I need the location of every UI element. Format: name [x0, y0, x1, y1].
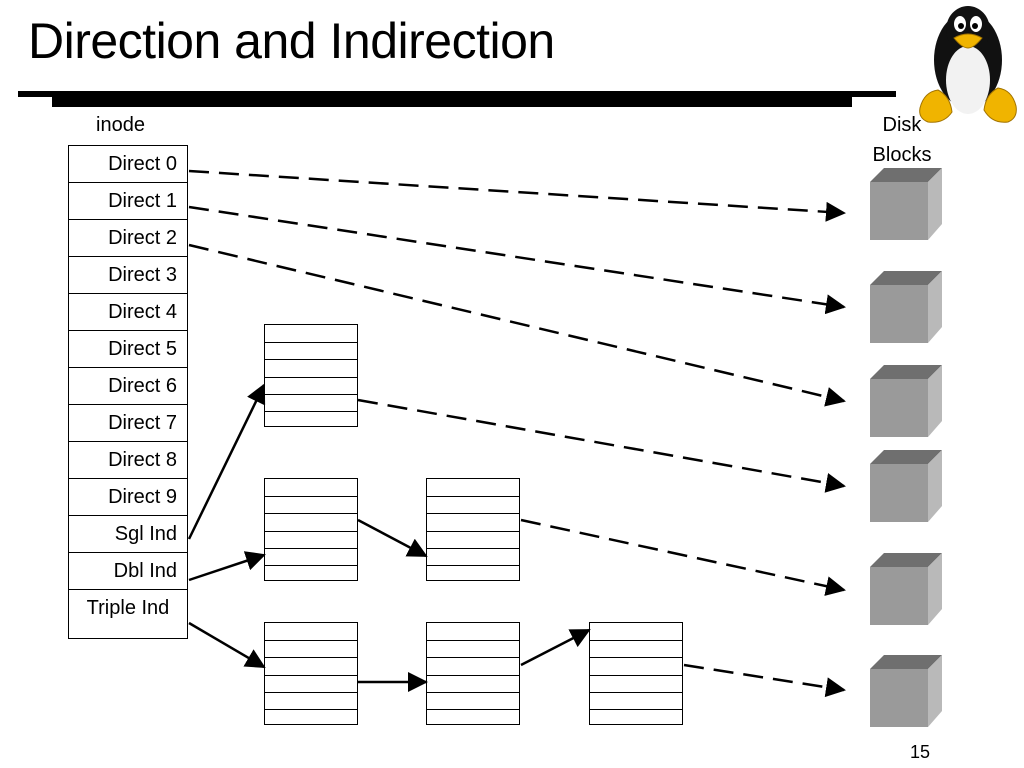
block-entry-divider	[427, 640, 519, 641]
block-entry-divider	[590, 692, 682, 693]
disk-block-cube	[870, 553, 942, 625]
block-entry-divider	[427, 709, 519, 710]
inode-entry-direct-5: Direct 5	[69, 331, 187, 368]
block-entry-divider	[427, 692, 519, 693]
inode-entry-triple-ind: Triple Ind	[86, 597, 170, 619]
inode-entry-direct-4: Direct 4	[69, 294, 187, 331]
block-entry-divider	[427, 675, 519, 676]
dbl-ind-arrow	[188, 551, 266, 582]
block-entry-divider	[427, 548, 519, 549]
double-indirect-block-level-2	[426, 478, 520, 581]
sgl-ind-arrow	[187, 383, 266, 540]
block-entry-divider	[590, 709, 682, 710]
block-entry-divider	[265, 565, 357, 566]
block-entry-divider	[427, 565, 519, 566]
block-entry-divider	[427, 496, 519, 497]
direct-2-pointer-arrow	[188, 243, 846, 407]
block-entry-divider	[265, 359, 357, 360]
title-rule-thin	[18, 91, 896, 97]
triple-indirect-block-level-3	[589, 622, 683, 725]
inode-entry-direct-3: Direct 3	[69, 257, 187, 294]
double-indirect-data-arrow	[520, 518, 846, 596]
inode-entry-direct-6: Direct 6	[69, 368, 187, 405]
disk-block-cube	[870, 168, 942, 240]
block-entry-divider	[265, 531, 357, 532]
inode-label: inode	[96, 114, 145, 136]
block-entry-divider	[427, 513, 519, 514]
single-indirect-data-arrow	[357, 398, 846, 493]
block-entry-divider	[590, 657, 682, 658]
inode-table: Direct 0 Direct 1 Direct 2 Direct 3 Dire…	[68, 145, 188, 639]
inode-entry-direct-1: Direct 1	[69, 183, 187, 220]
disk-blocks-label: Disk Blocks	[872, 114, 932, 166]
title-rule-thick	[52, 97, 852, 107]
disk-block-cube	[870, 271, 942, 343]
disk-block-cube	[870, 655, 942, 727]
direct-1-pointer-arrow	[188, 205, 846, 315]
disk-block-cube	[870, 450, 942, 522]
inode-entry-direct-0: Direct 0	[69, 146, 187, 183]
inode-entry-direct-8: Direct 8	[69, 442, 187, 479]
block-entry-divider	[590, 640, 682, 641]
block-entry-divider	[265, 394, 357, 395]
block-entry-divider	[265, 548, 357, 549]
block-entry-divider	[265, 411, 357, 412]
inode-entry-dbl-ind: Dbl Ind	[69, 553, 187, 590]
page-number: 15	[910, 742, 931, 762]
block-entry-divider	[427, 531, 519, 532]
block-entry-divider	[265, 692, 357, 693]
block-entry-divider	[427, 657, 519, 658]
inode-entry-direct-2: Direct 2	[69, 220, 187, 257]
block-entry-divider	[265, 640, 357, 641]
block-entry-divider	[265, 377, 357, 378]
triple-indirect-data-arrow	[683, 663, 846, 698]
triple-indirect-block-level-1	[264, 622, 358, 725]
inode-entry-direct-9: Direct 9	[69, 479, 187, 516]
block-entry-divider	[590, 675, 682, 676]
block-entry-divider	[265, 675, 357, 676]
double-indirect-block-level-1	[264, 478, 358, 581]
disk-block-cube	[870, 365, 942, 437]
triple-level-2-to-3-arrow	[520, 628, 591, 667]
inode-entry-direct-7: Direct 7	[69, 405, 187, 442]
tux-penguin-icon	[919, 6, 1017, 123]
inode-entry-sgl-ind: Sgl Ind	[69, 516, 187, 553]
block-entry-divider	[265, 496, 357, 497]
block-entry-divider	[265, 513, 357, 514]
single-indirect-block	[264, 324, 358, 427]
dbl-level-1-to-2-arrow	[357, 518, 428, 558]
direct-0-pointer-arrow	[188, 169, 846, 222]
block-entry-divider	[265, 342, 357, 343]
block-entry-divider	[265, 657, 357, 658]
block-entry-divider	[265, 709, 357, 710]
triple-ind-arrow	[188, 621, 266, 669]
slide-title: Direction and Indirection	[28, 13, 555, 69]
